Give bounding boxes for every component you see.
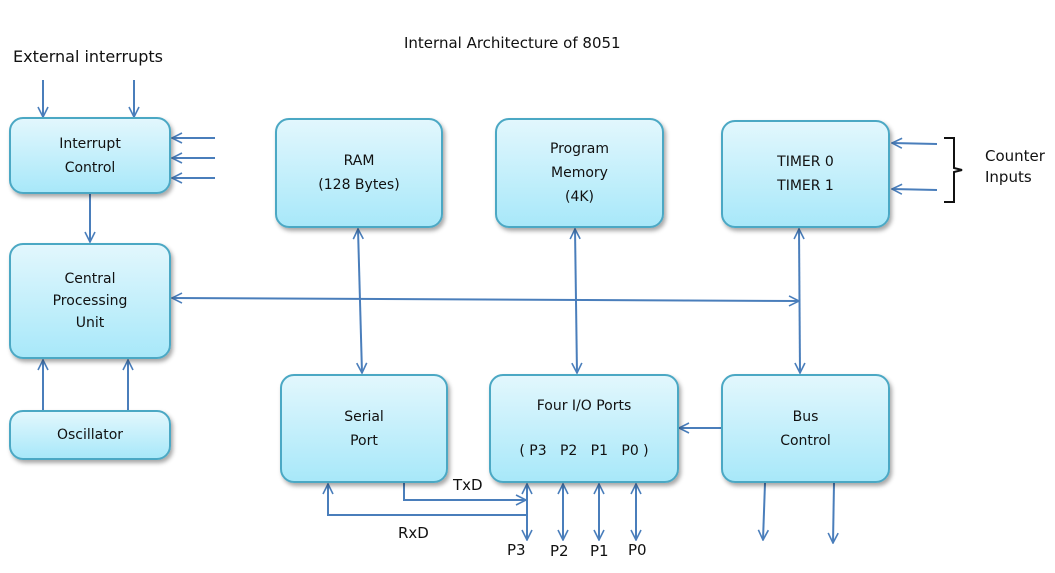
- bus-control-block: Bus Control: [721, 374, 890, 483]
- block-label: Unit: [75, 315, 105, 331]
- cpu-block: Central Processing Unit: [9, 243, 171, 359]
- external-interrupts-label: External interrupts: [13, 47, 163, 66]
- ram-block: RAM (128 Bytes): [275, 118, 443, 228]
- counter-label-line2: Inputs: [985, 168, 1032, 186]
- block-label: (128 Bytes): [318, 177, 400, 193]
- counter-inputs-label: Counter Inputs: [985, 146, 1045, 188]
- pm-io-link: [575, 229, 577, 373]
- block-label: Control: [780, 432, 831, 449]
- rxd-line: [328, 484, 527, 516]
- txd-line: [403, 483, 526, 500]
- ports-list: ( P3 P2 P1 P0 ): [519, 442, 649, 459]
- counter-label-line1: Counter: [985, 147, 1045, 165]
- block-label: Oscillator: [56, 427, 124, 443]
- block-label: Bus: [792, 408, 819, 425]
- block-label: Memory: [551, 165, 608, 181]
- counter-brace: [944, 137, 963, 203]
- block-label: Port: [350, 432, 378, 449]
- serial-port-block: Serial Port: [280, 374, 448, 483]
- interrupt-control-block: Interrupt Control: [9, 117, 171, 194]
- program-memory-block: Program Memory (4K): [495, 118, 664, 228]
- io-ports-block: Four I/O Ports ( P3 P2 P1 P0 ): [489, 374, 679, 483]
- block-label: Serial: [344, 408, 384, 425]
- diagram-title: Internal Architecture of 8051: [404, 34, 621, 52]
- txd-label: TxD: [453, 476, 483, 494]
- block-label: Program: [549, 141, 610, 157]
- port-p2-label: P2: [550, 542, 569, 560]
- port-p0-label: P0: [628, 541, 647, 559]
- counter-input-1: [892, 143, 938, 144]
- block-label: Four I/O Ports: [536, 398, 632, 415]
- rxd-label: RxD: [398, 524, 429, 542]
- block-label: TIMER 0: [777, 154, 834, 170]
- block-label: Interrupt: [59, 135, 121, 152]
- block-label: Control: [64, 159, 116, 176]
- block-label: TIMER 1: [777, 178, 834, 194]
- block-label: RAM: [343, 153, 375, 169]
- bus-out-2: [833, 482, 834, 543]
- block-label: Processing: [52, 293, 128, 309]
- bus-out-1: [763, 482, 765, 540]
- port-p3-label: P3: [507, 541, 526, 559]
- counter-input-2: [892, 189, 938, 190]
- port-p1-label: P1: [590, 542, 609, 560]
- ram-serial-link: [358, 229, 362, 373]
- main-bus: [172, 298, 799, 301]
- oscillator-block: Oscillator: [9, 410, 171, 460]
- timers-block: TIMER 0 TIMER 1: [721, 120, 890, 228]
- block-label: (4K): [564, 189, 594, 205]
- timer-bus-link: [799, 229, 800, 373]
- block-label: Central: [64, 271, 116, 287]
